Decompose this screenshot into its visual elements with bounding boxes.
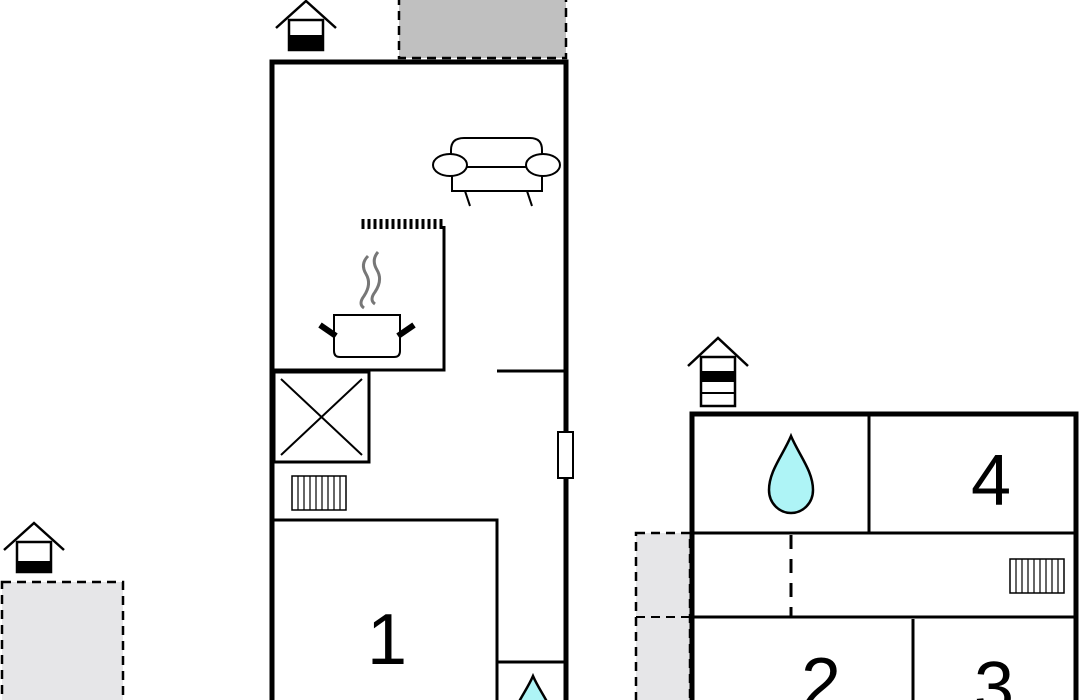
- sofa-icon: [432, 137, 561, 207]
- stairs-icon: [272, 370, 371, 464]
- radiator-icon: [291, 475, 347, 511]
- counter-icon: [361, 219, 443, 229]
- water-drop-icon: [518, 672, 548, 700]
- room-number-4: 4: [971, 441, 1011, 521]
- main-building-walls: [269, 59, 569, 700]
- water-drop-icon: [767, 432, 815, 515]
- radiator-icon: [1009, 558, 1065, 594]
- cooking-pot-icon: [318, 251, 416, 358]
- bedroom-1-wall: [274, 518, 499, 700]
- entrance-icon: [275, 0, 337, 52]
- second-building-walls: [689, 411, 1079, 700]
- kitchen-counter-wall: [274, 226, 446, 372]
- door-icon: [557, 431, 574, 479]
- stairs-cross: [280, 378, 363, 456]
- terrace-left: [0, 580, 125, 700]
- room-number-1: 1: [367, 600, 407, 680]
- room-number-3: 3: [974, 648, 1014, 700]
- entrance-icon: [687, 336, 749, 408]
- entrance-icon: [3, 521, 65, 574]
- terrace-top: [397, 0, 568, 60]
- room-number-2: 2: [801, 644, 841, 700]
